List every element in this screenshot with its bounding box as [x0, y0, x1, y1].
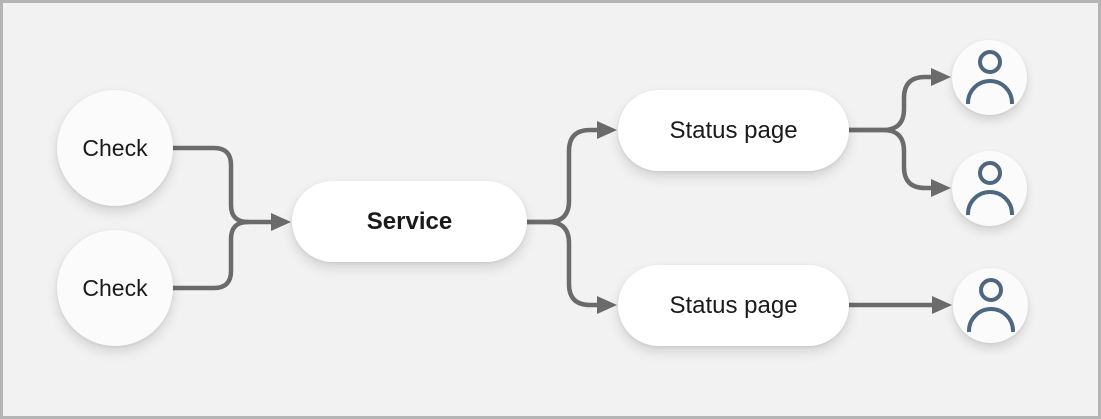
- edge-service-to-status2: [524, 219, 617, 314]
- edge-status1-to-user2: [846, 127, 951, 197]
- edge-service-to-status1: [524, 121, 617, 225]
- node-status-page-1-label: Status page: [669, 116, 798, 144]
- node-check-2: Check: [57, 230, 173, 346]
- node-check-2-label: Check: [82, 274, 148, 301]
- node-check-1-label: Check: [82, 134, 148, 161]
- node-user-2: [952, 151, 1027, 226]
- edge-check1-to-service: [170, 145, 291, 231]
- node-check-1: Check: [57, 90, 173, 206]
- person-icon: [965, 49, 1014, 104]
- edge-status1-to-user1: [846, 68, 951, 133]
- node-status-page-2-label: Status page: [669, 291, 798, 319]
- person-icon: [965, 160, 1014, 215]
- node-user-3: [953, 268, 1028, 343]
- node-service: Service: [292, 181, 527, 262]
- node-status-page-1: Status page: [618, 90, 849, 171]
- edge-check2-to-service: [170, 219, 251, 291]
- node-status-page-2: Status page: [618, 265, 849, 346]
- person-icon: [966, 277, 1015, 332]
- node-user-1: [952, 40, 1027, 115]
- node-service-label: Service: [366, 207, 453, 235]
